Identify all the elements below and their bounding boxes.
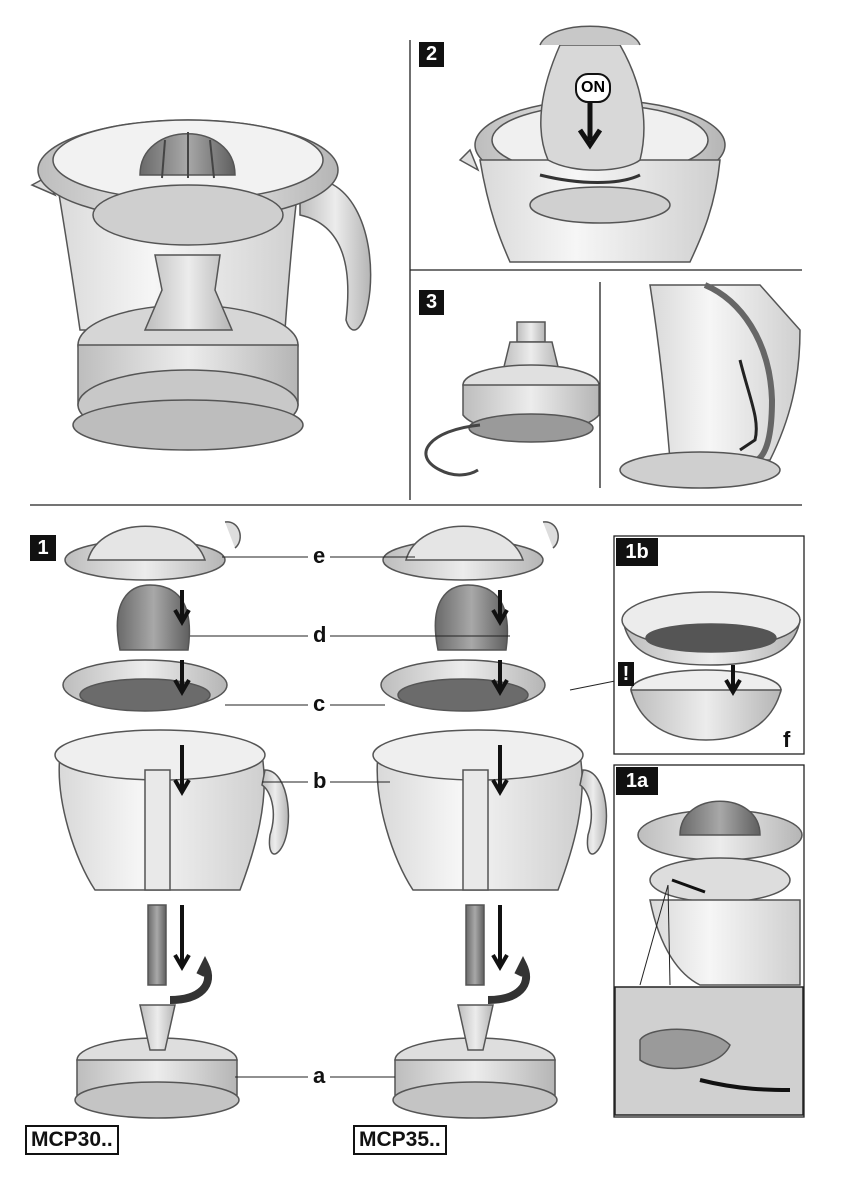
assembled-juicer	[32, 120, 371, 450]
part-label-a: a	[313, 1063, 325, 1089]
step1a-illustration	[614, 765, 804, 1117]
warning-icon: !	[618, 662, 634, 686]
panel-number-2: 2	[419, 42, 444, 67]
step3-illustration	[426, 285, 800, 488]
part-label-d: d	[313, 622, 326, 648]
part-label-b: b	[313, 768, 326, 794]
model-label-left: MCP30..	[25, 1125, 119, 1155]
part-label-e: e	[313, 543, 325, 569]
on-button-callout: ON	[575, 73, 611, 103]
panel-number-1b: 1b	[616, 538, 658, 566]
panel-number-1a: 1a	[616, 767, 658, 795]
step1b-illustration	[614, 536, 804, 754]
part-label-f: f	[783, 727, 790, 753]
part-label-c: c	[313, 691, 325, 717]
panel-number-1: 1	[30, 535, 56, 561]
step2-illustration	[460, 26, 725, 262]
right-exploded-stack	[373, 522, 606, 1118]
model-label-right: MCP35..	[353, 1125, 447, 1155]
left-exploded-stack	[55, 522, 288, 1118]
panel-number-3: 3	[419, 290, 444, 315]
